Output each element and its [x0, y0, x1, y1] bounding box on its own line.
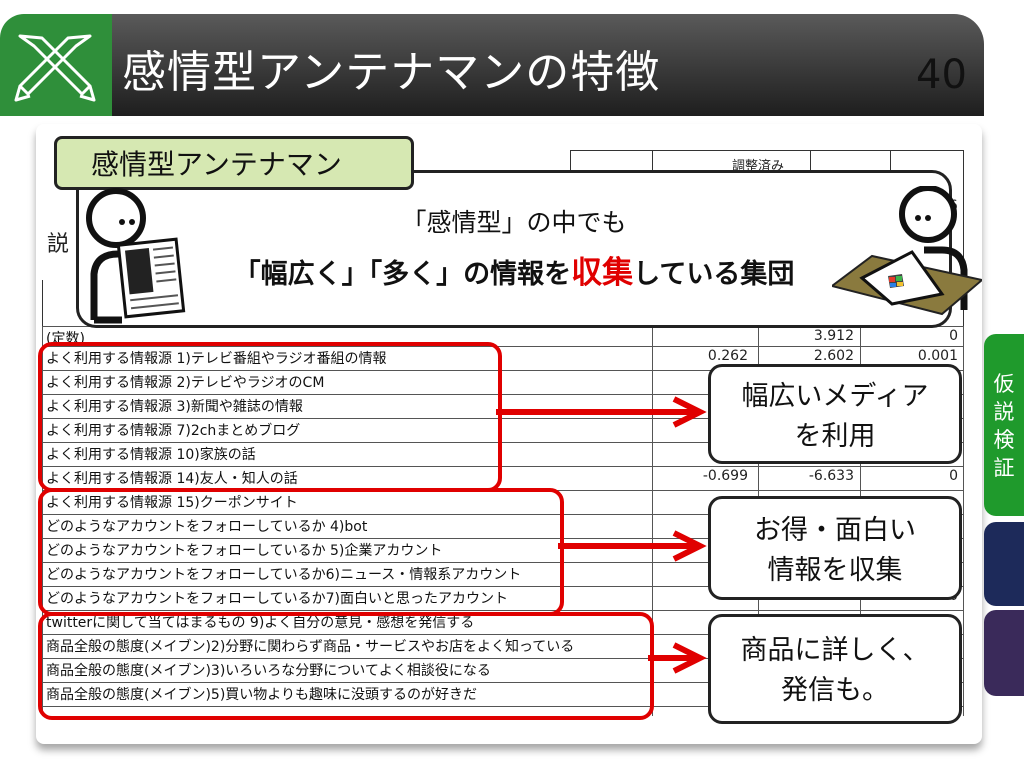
section-tag-label: 感情型アンテナマン	[91, 148, 342, 181]
row-label: 商品全般の態度(メイブン)2)分野に関わらず商品・サービスやお店をよく知っている	[46, 639, 575, 655]
row-value: -6.633	[808, 468, 854, 484]
page-number: 40	[916, 52, 967, 98]
tab-label: 仮説検証	[993, 372, 1015, 480]
note-media: 幅広いメディア を利用	[708, 364, 962, 464]
bg-table-line	[810, 150, 811, 170]
bg-table-line	[570, 150, 571, 170]
table-row: よく利用する情報源 1)テレビ番組やラジオ番組の情報 0.262 2.602 0.00…	[42, 346, 964, 371]
note-media-line2: を利用	[794, 421, 876, 452]
logo	[0, 14, 112, 116]
row-label: よく利用する情報源 7)2chまとめブログ	[46, 423, 301, 439]
group-highlight-media	[38, 342, 502, 492]
table-border	[42, 326, 43, 716]
callout-line1: 「感情型」の中でも	[401, 208, 627, 237]
tab-section-blue[interactable]	[984, 522, 1024, 606]
row-value: 0.262	[707, 348, 748, 364]
row-value: 0	[949, 328, 958, 344]
table-row: よく利用する情報源 7)2chまとめブログ	[42, 418, 964, 443]
person-laptop-icon	[832, 186, 982, 316]
note-maven: 商品に詳しく、 発信も。	[708, 614, 962, 724]
row-label: よく利用する情報源 14)友人・知人の話	[46, 471, 298, 487]
note-accounts-line1: お得・面白い	[754, 515, 916, 546]
callout-line2-suffix: している集団	[633, 259, 795, 290]
table-row: どのようなアカウントをフォローしているか 5)企業アカウント	[42, 538, 964, 563]
crossed-tools-icon	[14, 34, 96, 102]
table-row: どのようなアカウントをフォローしているか 4)bot	[42, 514, 964, 539]
row-label: どのようなアカウントをフォローしているか6)ニュース・情報系アカウント	[46, 567, 522, 583]
table-bottom-line	[42, 706, 964, 709]
note-accounts-line2: 情報を収集	[767, 555, 903, 586]
row-label: どのようなアカウントをフォローしているか 4)bot	[46, 519, 368, 535]
table-row: 商品全般の態度(メイブン)3)いろいろな分野についてよく相談役になる	[42, 658, 964, 683]
table-row: よく利用する情報源 14)友人・知人の話 -0.699 -6.633 0	[42, 466, 964, 491]
bg-table-line	[652, 150, 653, 170]
bg-table-line	[890, 150, 891, 170]
row-value: 2.602	[813, 348, 854, 364]
group-highlight-maven	[38, 612, 654, 720]
table-border	[652, 326, 653, 716]
table-row: よく利用する情報源 2)テレビやラジオのCM	[42, 370, 964, 395]
row-label: よく利用する情報源 15)クーポンサイト	[46, 495, 298, 511]
note-maven-line2: 発信も。	[781, 675, 889, 706]
section-tag: 感情型アンテナマン	[54, 136, 414, 190]
row-value: 0	[949, 468, 958, 484]
table-row: どのようなアカウントをフォローしているか6)ニュース・情報系アカウント	[42, 562, 964, 587]
title-bar: 感情型アンテナマンの特徴	[112, 14, 984, 116]
page-title: 感情型アンテナマンの特徴	[122, 47, 661, 98]
note-accounts: お得・面白い 情報を収集	[708, 496, 962, 600]
row-label: どのようなアカウントをフォローしているか7)面白いと思ったアカウント	[46, 591, 508, 607]
row-label: よく利用する情報源 10)家族の話	[46, 447, 256, 463]
callout-highlight: 収集	[571, 255, 634, 291]
person-reading-icon	[86, 188, 186, 324]
group-highlight-accounts	[38, 488, 564, 616]
tab-hypothesis-verification[interactable]: 仮説検証	[984, 334, 1024, 516]
callout-line2: 「幅広く」「多く」の情報を収集している集団	[79, 247, 949, 292]
table-row: よく利用する情報源 10)家族の話	[42, 442, 964, 467]
partial-text-left: 説	[47, 232, 70, 257]
arrow-right-icon	[648, 642, 707, 674]
table-row: twitterに関して当てはまるもの 9)よく自分の意見・感想を発信する	[42, 610, 964, 635]
table-row: 商品全般の態度(メイブン)5)買い物よりも趣味に没頭するのが好きだ	[42, 682, 964, 707]
arrow-right-icon	[496, 396, 707, 428]
bg-table-line	[570, 150, 964, 151]
row-value: 3.912	[813, 328, 854, 344]
row-label: 商品全般の態度(メイブン)5)買い物よりも趣味に没頭するのが好きだ	[46, 687, 478, 703]
row-label: twitterに関して当てはまるもの 9)よく自分の意見・感想を発信する	[46, 615, 475, 631]
bg-table-line	[42, 280, 43, 326]
callout-line2-prefix: 「幅広く」「多く」の情報を	[233, 259, 572, 290]
row-value: 0.001	[917, 348, 958, 364]
row-label: よく利用する情報源 1)テレビ番組やラジオ番組の情報	[46, 351, 387, 367]
table-row: よく利用する情報源 3)新聞や雑誌の情報	[42, 394, 964, 419]
row-label: 商品全般の態度(メイブン)3)いろいろな分野についてよく相談役になる	[46, 663, 491, 679]
note-media-line1: 幅広いメディア	[741, 381, 929, 412]
row-label: よく利用する情報源 3)新聞や雑誌の情報	[46, 399, 303, 415]
row-label: よく利用する情報源 2)テレビやラジオのCM	[46, 375, 325, 391]
note-maven-line1: 商品に詳しく、	[740, 635, 930, 666]
arrow-right-icon	[558, 530, 707, 562]
table-border	[963, 326, 964, 716]
row-value: -0.699	[702, 468, 748, 484]
summary-callout: 「感情型」の中でも 「幅広く」「多く」の情報を収集している集団	[76, 170, 952, 328]
bg-table-line	[963, 150, 964, 328]
table-row: 商品全般の態度(メイブン)2)分野に関わらず商品・サービスやお店をよく知っている	[42, 634, 964, 659]
row-label: どのようなアカウントをフォローしているか 5)企業アカウント	[46, 543, 443, 559]
tab-section-purple[interactable]	[984, 610, 1024, 696]
